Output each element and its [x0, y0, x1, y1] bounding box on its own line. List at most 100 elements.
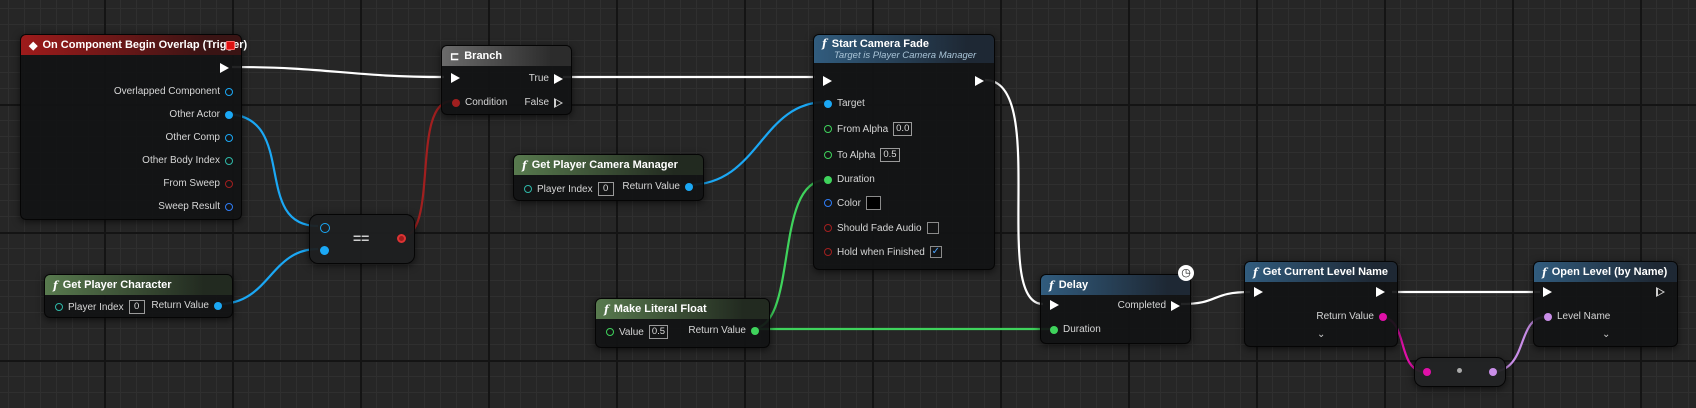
struct-pin-icon[interactable]: [225, 202, 233, 211]
object-pin-icon[interactable]: [225, 87, 233, 96]
float-pin-icon[interactable]: [824, 125, 832, 133]
pin-color[interactable]: Color: [824, 196, 881, 210]
name-pin-icon[interactable]: [1544, 312, 1552, 321]
to-alpha-input[interactable]: 0.5: [880, 148, 900, 162]
pin-label: Other Body Index: [142, 155, 220, 166]
pin-sweep-result[interactable]: Sweep Result: [158, 201, 233, 212]
bool-pin-icon[interactable]: [397, 234, 406, 243]
pin-duration[interactable]: Duration: [824, 174, 875, 185]
pin-overlapped-component[interactable]: Overlapped Component: [114, 86, 233, 97]
pin-other-actor[interactable]: Other Actor: [169, 109, 233, 120]
pin-return-value[interactable]: Return Value: [688, 325, 759, 336]
pin-other-comp[interactable]: Other Comp: [166, 132, 233, 143]
exec-out-pin-icon[interactable]: [220, 63, 229, 73]
hold-when-finished-checkbox[interactable]: ✓: [929, 246, 942, 258]
node-title: Make Literal Float: [613, 303, 707, 315]
float-pin-icon[interactable]: [1050, 325, 1058, 334]
name-pin-icon[interactable]: [1489, 368, 1497, 376]
int-pin-icon[interactable]: [225, 156, 233, 165]
from-alpha-input[interactable]: 0.0: [893, 122, 913, 136]
pin-level-name[interactable]: Level Name: [1544, 311, 1610, 322]
exec-in-pin-icon[interactable]: [451, 73, 460, 83]
value-input[interactable]: 0.5: [648, 325, 669, 339]
object-pin-icon[interactable]: [320, 223, 330, 233]
object-pin-icon[interactable]: [824, 99, 832, 108]
node-branch[interactable]: ⊏Branch True Condition False: [441, 45, 572, 115]
exec-out-pin-icon[interactable]: [1656, 287, 1665, 297]
string-pin-icon[interactable]: [1379, 312, 1387, 321]
object-pin-icon[interactable]: [685, 182, 693, 191]
pin-duration[interactable]: Duration: [1050, 324, 1101, 335]
color-swatch[interactable]: [865, 196, 881, 210]
openlevel-exec-out[interactable]: [1656, 287, 1665, 297]
pin-condition[interactable]: Condition: [452, 97, 507, 108]
pin-from-sweep[interactable]: From Sweep: [163, 178, 233, 189]
bool-pin-icon[interactable]: [225, 179, 233, 188]
struct-pin-icon[interactable]: [824, 199, 832, 207]
expand-chevron-down-icon[interactable]: ⌄: [1602, 329, 1611, 340]
pin-completed[interactable]: Completed: [1118, 300, 1180, 311]
exec-out-pin-icon[interactable]: [554, 73, 563, 84]
pin-true[interactable]: True: [529, 73, 563, 84]
node-title: Get Current Level Name: [1262, 266, 1389, 278]
object-pin-icon[interactable]: [225, 133, 233, 142]
player-index-input[interactable]: 0: [597, 182, 614, 196]
object-pin-icon[interactable]: [225, 110, 233, 119]
exec-in-pin-icon[interactable]: [1050, 300, 1059, 310]
pin-other-body-index[interactable]: Other Body Index: [142, 155, 233, 166]
pin-return-value[interactable]: Return Value: [622, 181, 693, 192]
node-equal[interactable]: ==: [309, 214, 415, 264]
node-string-to-name-conversion[interactable]: [1414, 357, 1506, 387]
int-pin-icon[interactable]: [524, 185, 532, 193]
getlevel-exec-in[interactable]: [1254, 287, 1263, 297]
player-index-input[interactable]: 0: [128, 300, 145, 314]
string-pin-icon[interactable]: [1423, 368, 1431, 376]
openlevel-exec-in[interactable]: [1543, 287, 1552, 297]
branch-exec-in[interactable]: [451, 73, 460, 83]
pin-return-value[interactable]: Return Value: [151, 300, 222, 311]
pin-hold-when-finished[interactable]: Hold when Finished✓: [824, 246, 942, 258]
exec-out-pin-icon[interactable]: [1376, 287, 1385, 297]
object-pin-icon[interactable]: [214, 301, 222, 310]
fade-exec-out[interactable]: [975, 76, 984, 86]
pin-return-value[interactable]: Return Value: [1316, 311, 1387, 322]
expand-chevron-down-icon[interactable]: ⌄: [1317, 329, 1326, 340]
exec-out-pin-icon[interactable]: [554, 97, 563, 108]
float-pin-icon[interactable]: [824, 151, 832, 159]
exec-in-pin-icon[interactable]: [1543, 287, 1552, 297]
exec-out-pin-icon[interactable]: [1171, 300, 1180, 311]
exec-out-pin-icon[interactable]: [975, 76, 984, 86]
pin-target[interactable]: Target: [824, 98, 865, 109]
event-exec-out[interactable]: [220, 63, 229, 73]
exec-in-pin-icon[interactable]: [823, 76, 832, 86]
delay-exec-in[interactable]: [1050, 300, 1059, 310]
fade-exec-in[interactable]: [823, 76, 832, 86]
pin-should-fade-audio[interactable]: Should Fade Audio: [824, 222, 939, 234]
float-pin-icon[interactable]: [751, 326, 759, 335]
getlevel-exec-out[interactable]: [1376, 287, 1385, 297]
int-pin-icon[interactable]: [55, 303, 63, 311]
event-node-begin-overlap[interactable]: ◆ On Component Begin Overlap (Trigger) O…: [20, 34, 247, 220]
object-pin-icon[interactable]: [320, 246, 329, 255]
bool-pin-icon[interactable]: [824, 248, 832, 256]
pin-false[interactable]: False: [525, 97, 563, 108]
float-pin-icon[interactable]: [606, 328, 614, 336]
bool-pin-icon[interactable]: [824, 224, 832, 232]
bool-pin-icon[interactable]: [452, 98, 460, 107]
should-fade-audio-checkbox[interactable]: [926, 222, 939, 234]
float-pin-icon[interactable]: [824, 175, 832, 184]
exec-in-pin-icon[interactable]: [1254, 287, 1263, 297]
